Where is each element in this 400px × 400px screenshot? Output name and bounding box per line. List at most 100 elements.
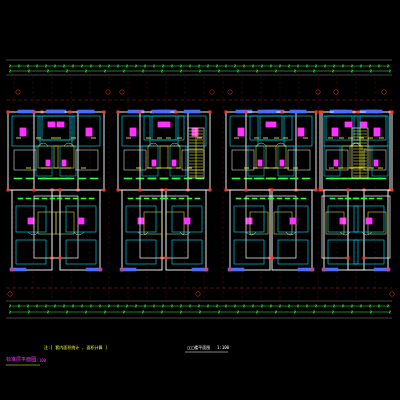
- bottom-dim-a-slash: [278, 304, 282, 308]
- structural-column: [362, 256, 366, 260]
- top-dim-b-slash: [122, 69, 126, 73]
- top-dim-a-slash: [143, 64, 147, 68]
- top-dim-b-slash: [350, 69, 354, 73]
- top-dim-a-slash: [278, 64, 282, 68]
- inner-dimension-bar: [151, 197, 158, 200]
- structural-column: [270, 188, 274, 192]
- structural-column: [224, 110, 228, 114]
- inner-dimension-bar: [159, 177, 169, 180]
- room-study: [327, 239, 359, 265]
- structural-column: [98, 268, 102, 272]
- axis-markers: [7, 89, 395, 297]
- structural-column: [244, 188, 248, 192]
- fixture-magenta: [27, 217, 35, 225]
- fixture-magenta: [268, 121, 277, 128]
- inner-dimension-bar: [77, 177, 87, 180]
- inner-dimension-bar: [171, 177, 181, 180]
- top-dim-a-slash: [8, 64, 12, 68]
- fixture-magenta: [344, 121, 353, 128]
- top-dim-a-slash: [206, 64, 210, 68]
- window: [321, 267, 339, 272]
- bottom-dim-b-slash: [84, 310, 88, 314]
- structural-column: [58, 256, 62, 260]
- bottom-dim-b-slash: [236, 310, 240, 314]
- top-dim-a-slash: [53, 64, 57, 68]
- inner-dimension-bar: [143, 197, 150, 200]
- inner-dimension-bar: [253, 177, 263, 180]
- top-dim-b-slash: [293, 69, 297, 73]
- fixture-magenta: [47, 121, 56, 128]
- bottom-dim-a-slash: [26, 304, 30, 308]
- structural-column: [346, 188, 350, 192]
- top-dim-b-slash: [255, 69, 259, 73]
- window: [119, 267, 137, 272]
- door-swing: [147, 142, 159, 147]
- inner-dimension-bar: [17, 197, 24, 200]
- axis-marker: [315, 89, 321, 95]
- bottom-dim-a-slash: [287, 304, 291, 308]
- top-dim-a-slash: [269, 64, 273, 68]
- inner-dimension-bar: [89, 177, 99, 180]
- door-swing: [255, 142, 267, 147]
- bottom-dim-a-slash: [296, 304, 300, 308]
- fixture-magenta: [297, 127, 305, 137]
- inner-dimension-bar: [289, 177, 299, 180]
- inner-dimension-bar: [56, 197, 63, 200]
- inner-dimension-bar: [194, 197, 201, 200]
- structural-column: [102, 188, 106, 192]
- top-dim-a-slash: [233, 64, 237, 68]
- top-dim-a-slash: [242, 64, 246, 68]
- top-dim-a-slash: [179, 64, 183, 68]
- bottom-dim-a-slash: [107, 304, 111, 308]
- fixture-magenta: [257, 159, 263, 167]
- unit-lower-room: [51, 195, 79, 259]
- structural-column: [116, 110, 120, 114]
- axis-marker: [209, 89, 215, 95]
- inner-dimension-bar: [41, 197, 48, 200]
- bottom-dim-a-slash: [188, 304, 192, 308]
- room-bedroom: [121, 115, 151, 147]
- structural-column: [204, 268, 208, 272]
- window: [151, 109, 171, 114]
- room-bedroom: [283, 115, 313, 147]
- door-swing: [169, 142, 181, 147]
- door-swing: [285, 231, 297, 236]
- inner-dimension-bar: [170, 197, 177, 200]
- inner-dimension-bar: [276, 197, 283, 200]
- room-living: [143, 115, 177, 141]
- inner-dimension-bar: [243, 197, 250, 200]
- bottom-dim-a-slash: [386, 304, 390, 308]
- structural-column: [386, 268, 390, 272]
- top-dim-a-slash: [116, 64, 120, 68]
- bottom-dim-a-slash: [377, 304, 381, 308]
- window: [77, 109, 95, 114]
- room-study: [353, 239, 385, 265]
- fixture-magenta: [289, 217, 297, 225]
- axis-marker: [105, 89, 111, 95]
- top-dim-a-slash: [26, 64, 30, 68]
- bottom-dim-a-slash: [242, 304, 246, 308]
- top-dim-a-slash: [170, 64, 174, 68]
- top-dim-b-slash: [198, 69, 202, 73]
- axis-marker: [195, 291, 201, 297]
- bottom-dim-b-slash: [312, 310, 316, 314]
- door-swing: [361, 231, 373, 236]
- room-balcony: [249, 211, 269, 235]
- window: [297, 267, 315, 272]
- bottom-dim-b-slash: [217, 310, 221, 314]
- inner-dimension-bar: [259, 197, 266, 200]
- top-dim-b-slash: [65, 69, 69, 73]
- room-bedroom: [229, 115, 259, 147]
- fixture-magenta: [365, 217, 373, 225]
- bottom-dim-a-slash: [305, 304, 309, 308]
- top-dim-a-slash: [287, 64, 291, 68]
- inner-dimension-bar: [300, 197, 307, 200]
- structural-column: [164, 256, 168, 260]
- window: [183, 109, 201, 114]
- unit-lower-room: [269, 195, 297, 259]
- top-dim-b-slash: [103, 69, 107, 73]
- bottom-dim-a-slash: [8, 304, 12, 308]
- door-swing: [63, 142, 75, 147]
- fixture-magenta: [373, 127, 381, 137]
